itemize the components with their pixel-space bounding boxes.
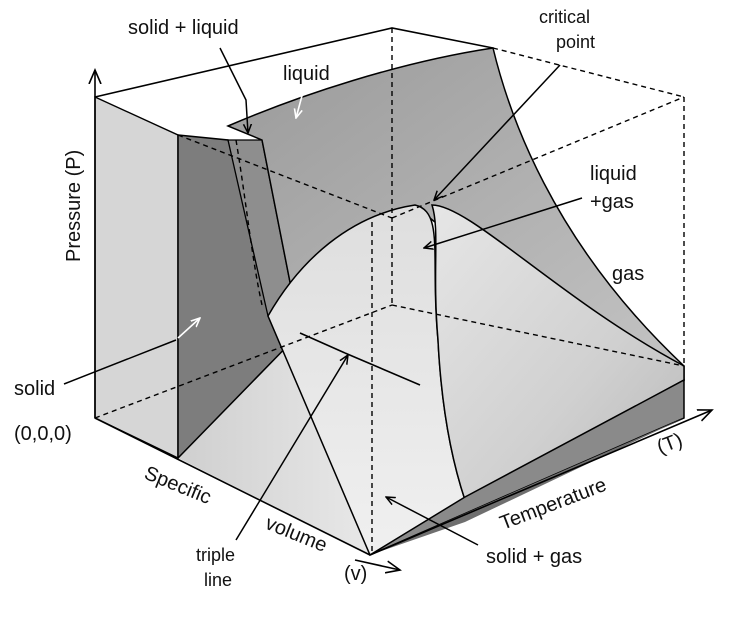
solid-liquid-label: solid + liquid — [128, 17, 239, 39]
solid-gas-leader — [386, 497, 479, 546]
liquid-gas-leader — [424, 197, 583, 248]
line-label: line — [204, 570, 232, 590]
temperature-axis — [369, 410, 712, 556]
solid-gas-region-lower — [370, 418, 684, 555]
hidden-edge-back-bottom — [94, 304, 393, 419]
solid-gas-label: solid + gas — [486, 546, 582, 568]
critical-point-leader — [434, 64, 561, 200]
solid-leader — [63, 339, 177, 385]
liquid-label: liquid — [283, 63, 330, 85]
triple-label: triple — [196, 545, 235, 565]
hidden-edge-back-floor — [391, 304, 685, 367]
hidden-edge-diagonal — [177, 134, 393, 219]
solid-leader-white — [177, 318, 200, 339]
triple-line-edge-2 — [344, 352, 421, 386]
triple-line-edge — [299, 332, 346, 354]
volume-axis-arrow — [354, 559, 400, 570]
solid-gas-region — [369, 378, 685, 556]
solid-label: solid — [14, 378, 55, 400]
hidden-edge-top-right — [492, 47, 685, 98]
gas-label: gas — [612, 263, 644, 285]
solid-liquid-leader — [219, 47, 248, 133]
floor-surface — [178, 333, 370, 555]
pressure-axis-label: Pressure (P) — [63, 150, 85, 262]
origin-label: (0,0,0) — [14, 423, 72, 445]
liquid-leader — [296, 91, 304, 118]
liquid-gas-label-2: +gas — [590, 191, 634, 213]
gas-region-surface — [430, 204, 685, 502]
v-label: (v) — [344, 563, 367, 585]
triple-line-leader — [235, 355, 348, 541]
point-label: point — [556, 32, 595, 52]
hidden-edge-solid-liquid — [235, 139, 263, 306]
left-back-wall — [94, 95, 179, 460]
liquid-gas-label-1: liquid — [590, 163, 637, 185]
box-left-axis-edge — [94, 417, 371, 556]
hidden-edge-diagonal-2 — [391, 96, 685, 219]
critical-label: critical — [539, 7, 590, 27]
